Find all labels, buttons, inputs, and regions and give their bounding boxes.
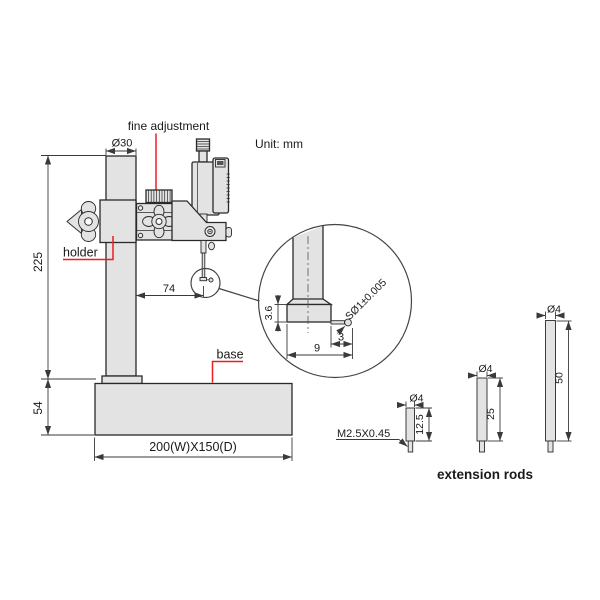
dim-rod-thread: M2.5X0.45 <box>337 428 390 440</box>
unit-note: Unit: mm <box>255 137 303 151</box>
dim-column-height: 225 <box>31 252 45 272</box>
dim-rod3-length: 50 <box>554 372 566 384</box>
holder-star-knob <box>66 201 99 242</box>
extension-rods-caption: extension rods <box>437 467 533 482</box>
contact-ball <box>208 277 214 283</box>
base-leader <box>211 360 243 383</box>
dim-rod3-diameter: Ø4 <box>547 304 561 316</box>
dim-rod2-length: 25 <box>485 408 497 420</box>
stand-dimensions: Ø30 225 54 74 200(W)X150(D) <box>31 138 293 461</box>
holder-assembly <box>66 199 137 244</box>
dim-base-size: 200(W)X150(D) <box>149 440 237 454</box>
indicator-bezel <box>212 157 230 214</box>
dim-column-diameter: Ø30 <box>112 138 133 150</box>
detail-leader <box>218 287 260 302</box>
dim-tip-flange-height: 3.6 <box>263 306 275 321</box>
tip-detail-view: 3.6 9 3 SØ1±0.005 <box>257 223 413 379</box>
detail-source-circle <box>190 267 221 299</box>
dim-tip-ball-offset: 3 <box>338 332 344 344</box>
stand-base <box>94 382 293 436</box>
fine-adjustment-knob <box>145 189 173 204</box>
digital-indicator <box>191 138 230 216</box>
extension-rod-1: Ø4 12.5 M2.5X0.45 <box>336 393 433 453</box>
stand-column <box>101 155 143 385</box>
extension-rod-3: Ø4 50 <box>536 304 572 453</box>
label-holder: holder <box>63 246 98 260</box>
label-base: base <box>217 348 244 362</box>
dim-tip-flange-width: 9 <box>314 343 320 355</box>
probe-assembly <box>171 200 232 283</box>
dim-tip-ball-spec: SØ1±0.005 <box>343 277 389 323</box>
dim-indicator-offset: 74 <box>163 283 175 295</box>
screw-icon <box>137 232 144 239</box>
dim-rod1-diameter: Ø4 <box>409 393 423 405</box>
dim-rod2-diameter: Ø4 <box>478 363 492 375</box>
tip-ball <box>344 318 352 327</box>
tip-flange <box>286 303 332 323</box>
extension-rod-2: Ø4 25 <box>468 363 504 453</box>
dim-rod1-length: 12.5 <box>414 414 426 435</box>
dim-base-height: 54 <box>31 401 45 415</box>
probe-spindle <box>201 252 206 278</box>
slide-star-knob <box>142 204 176 239</box>
holder-leader <box>63 236 114 261</box>
screw-icon <box>137 205 144 211</box>
label-fine-adjustment: fine adjustment <box>128 119 210 133</box>
callouts: fine adjustment holder base Unit: mm <box>63 119 303 383</box>
